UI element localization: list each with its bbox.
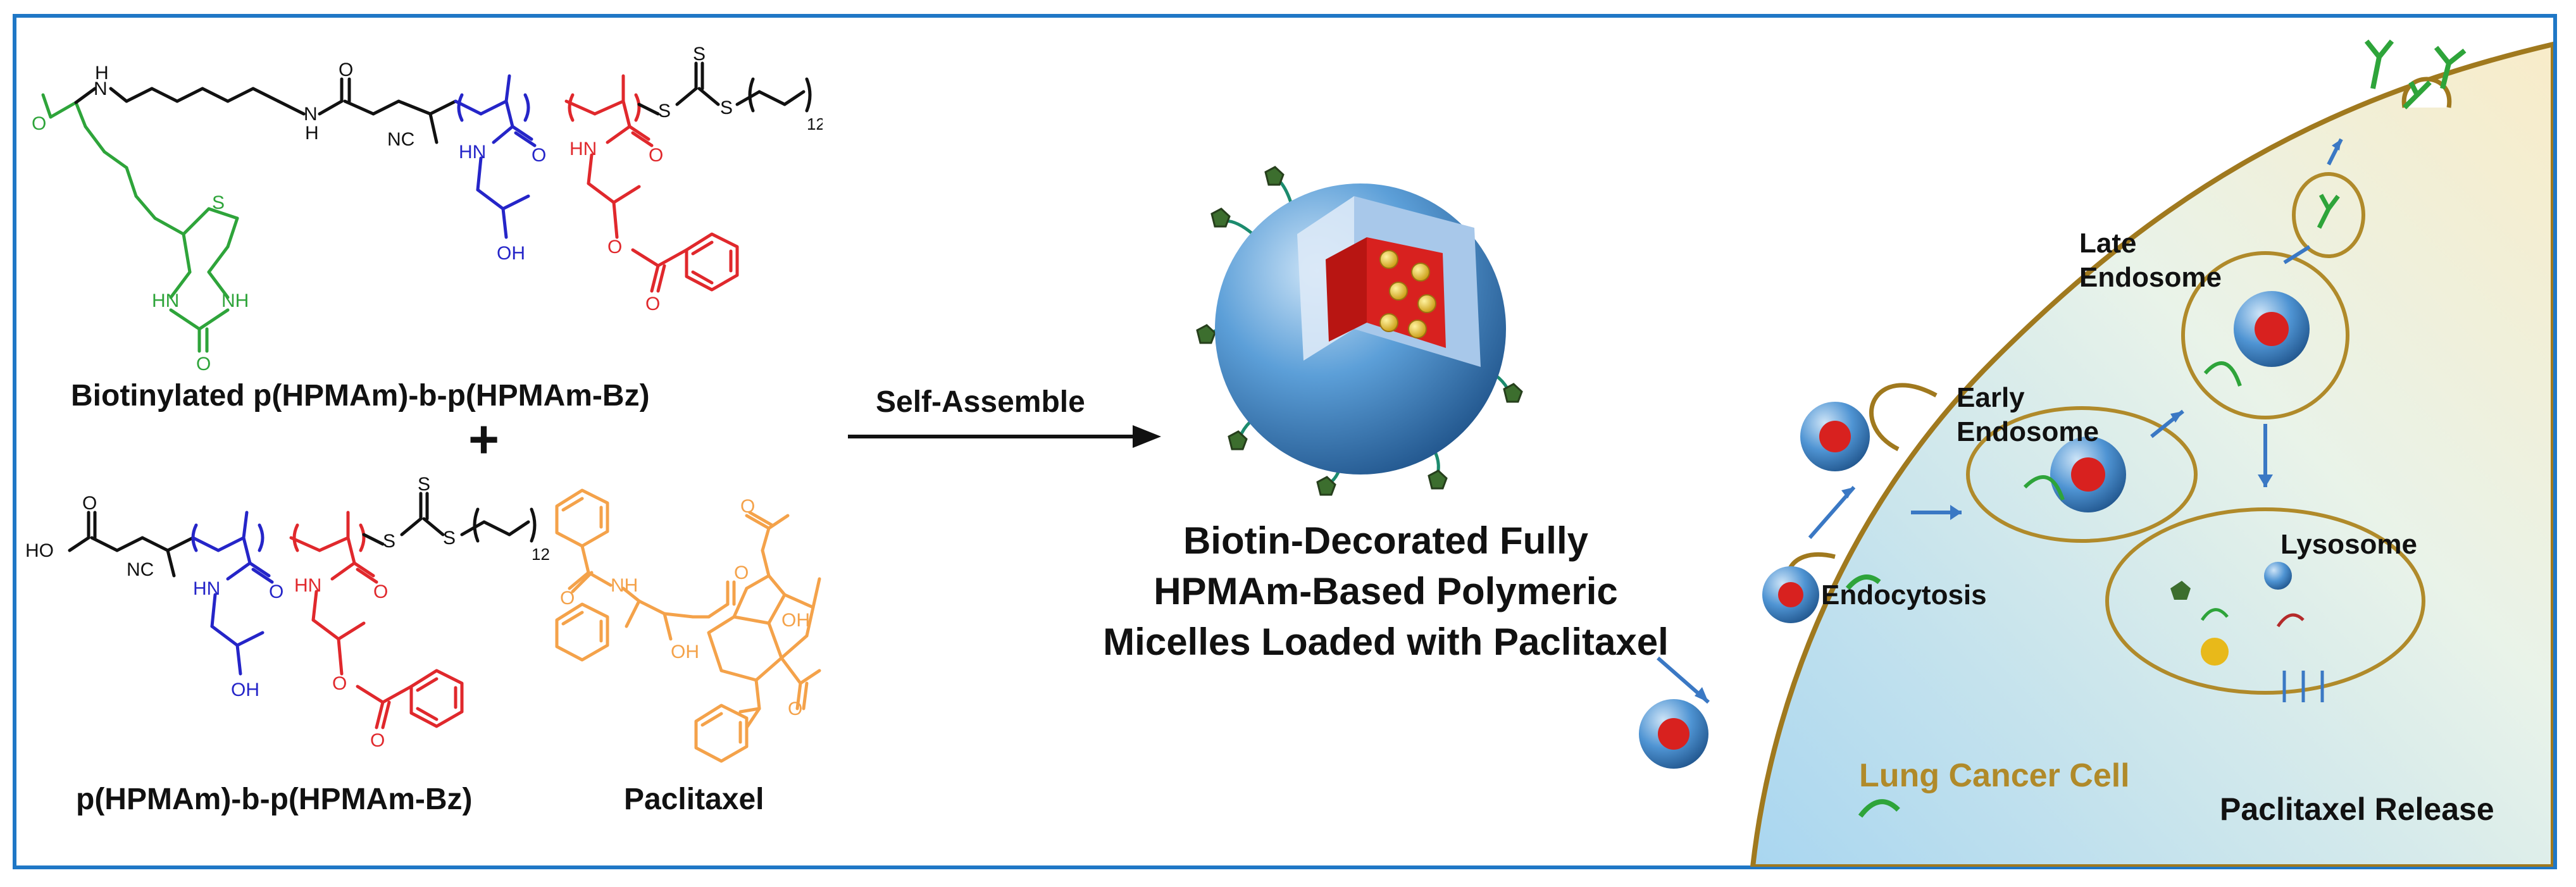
atom-label: S [720,97,733,118]
atom-label: 12 [532,545,550,564]
late-endosome-label-2: Endosome [2079,262,2222,293]
atom-label: OH [231,679,259,700]
chem-structures: O N H N H O NC S HN NH O HN O OH HN O O … [25,44,823,763]
atom-label: O [607,237,622,257]
atom-label: HN [569,139,597,159]
atom-label: NC [387,129,414,150]
paclitaxel-label: Paclitaxel [624,783,764,816]
cell-label: Lung Cancer Cell [1859,757,2130,794]
atom-label: NH [611,575,638,596]
micelle-label-2: HPMAm-Based Polymeric [1154,570,1618,612]
atom-label: 12 [807,115,823,133]
atom-label: NC [127,559,154,580]
self-assemble-label: Self-Assemble [876,385,1085,419]
paclitaxel-structure [555,488,821,763]
atom-label: HN [193,578,220,599]
early-endosome-label-1: Early [1957,382,2025,413]
hexyl-linker [74,77,457,144]
hpmam-block-2 [191,511,274,676]
atom-label: O [32,113,46,134]
late-endosome-label-1: Late [2079,228,2137,259]
rafts-end-2 [362,492,537,546]
atom-label: S [443,528,456,549]
polymer2-label: p(HPMAm)-b-p(HPMAm-Bz) [76,783,473,816]
polymer1-label: Biotinylated p(HPMAm)-b-p(HPMAm-Bz) [71,379,650,412]
cell-graphic [1639,39,2553,867]
hpmam-bz-block-2 [289,511,464,729]
polymer2-backbone [68,511,195,578]
plus-sign: + [468,409,500,469]
atom-label: O [649,145,663,166]
atom-label: HN [459,142,486,163]
atom-label: S [693,44,706,65]
atom-label: S [212,192,225,213]
atom-label: HN [152,290,179,311]
atom-label: O [740,496,755,517]
micelle-label-1: Biotin-Decorated Fully [1183,519,1589,562]
atom-label: H [305,123,319,144]
atom-label: NH [221,290,249,311]
atom-label: OH [781,610,810,631]
lysosome-label: Lysosome [2280,529,2418,560]
micelle-graphic [1196,166,1523,496]
atom-label: O [788,698,802,719]
atom-label: O [560,588,575,609]
biotin-moiety [41,93,239,353]
atom-label: O [373,581,388,602]
atom-label: H [95,63,109,84]
hpmam-block-1 [454,74,537,239]
atom-label: O [196,354,211,375]
atom-label: O [82,493,97,514]
endocytosis-label: Endocytosis [1821,580,1987,611]
hpmam-bz-block-1 [564,74,739,293]
atom-label: S [658,101,671,121]
early-endosome-label-2: Endosome [1957,416,2099,447]
atom-label: O [269,581,283,602]
atom-label: OH [497,243,525,264]
atom-label: HN [294,575,321,596]
atom-label: O [645,294,660,314]
cell-body [1750,41,2553,867]
atom-label: HO [25,540,54,561]
self-assemble-arrow [848,425,1161,448]
atom-label: O [339,59,353,80]
atom-label: O [734,562,749,583]
atom-label: N [304,104,318,125]
atom-label: S [383,531,395,552]
atom-label: O [332,673,347,694]
atom-label: O [370,730,385,751]
micelle-label-3: Micelles Loaded with Paclitaxel [1103,621,1669,663]
release-label: Paclitaxel Release [2220,791,2494,827]
atom-label: OH [671,642,699,662]
atom-label: N [94,78,108,99]
rafts-end-1 [637,61,812,116]
atom-label: O [532,145,546,166]
atom-label: S [418,474,430,495]
